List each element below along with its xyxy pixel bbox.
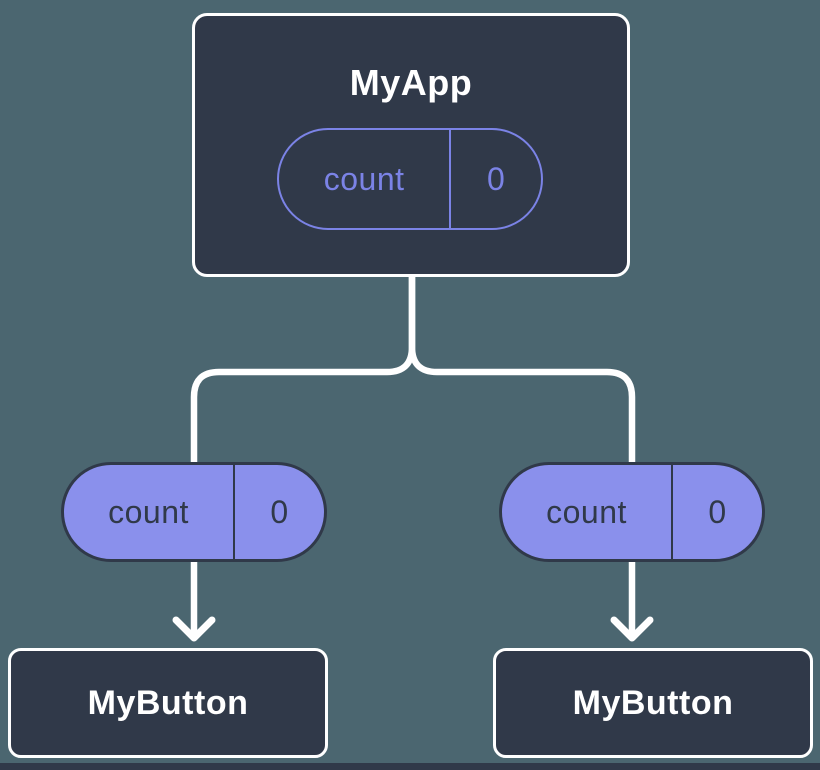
node-myapp-title: MyApp <box>349 62 473 103</box>
node-mybutton-title: MyButton <box>87 683 249 722</box>
node-mybutton-right: MyButton <box>493 648 813 758</box>
node-mybutton-left: MyButton <box>8 648 328 758</box>
arrow-down-left-icon <box>172 616 216 642</box>
prop-name: count <box>502 465 673 559</box>
prop-value: 0 <box>487 160 506 197</box>
prop-pill-left: count 0 <box>61 462 327 562</box>
connector-branch-right <box>408 269 636 637</box>
prop-value: 0 <box>708 493 727 530</box>
node-myapp: MyApp count 0 <box>192 13 630 277</box>
prop-name: count <box>64 465 235 559</box>
arrow-down-right-icon <box>610 616 654 642</box>
prop-value: 0 <box>270 493 289 530</box>
connector-branch-left <box>190 269 416 637</box>
node-mybutton-title: MyButton <box>572 683 734 722</box>
prop-pill-right: count 0 <box>499 462 765 562</box>
bottom-dark-strip <box>0 763 820 770</box>
prop-name: count <box>279 130 452 228</box>
prop-pill-myapp: count 0 <box>277 128 543 230</box>
